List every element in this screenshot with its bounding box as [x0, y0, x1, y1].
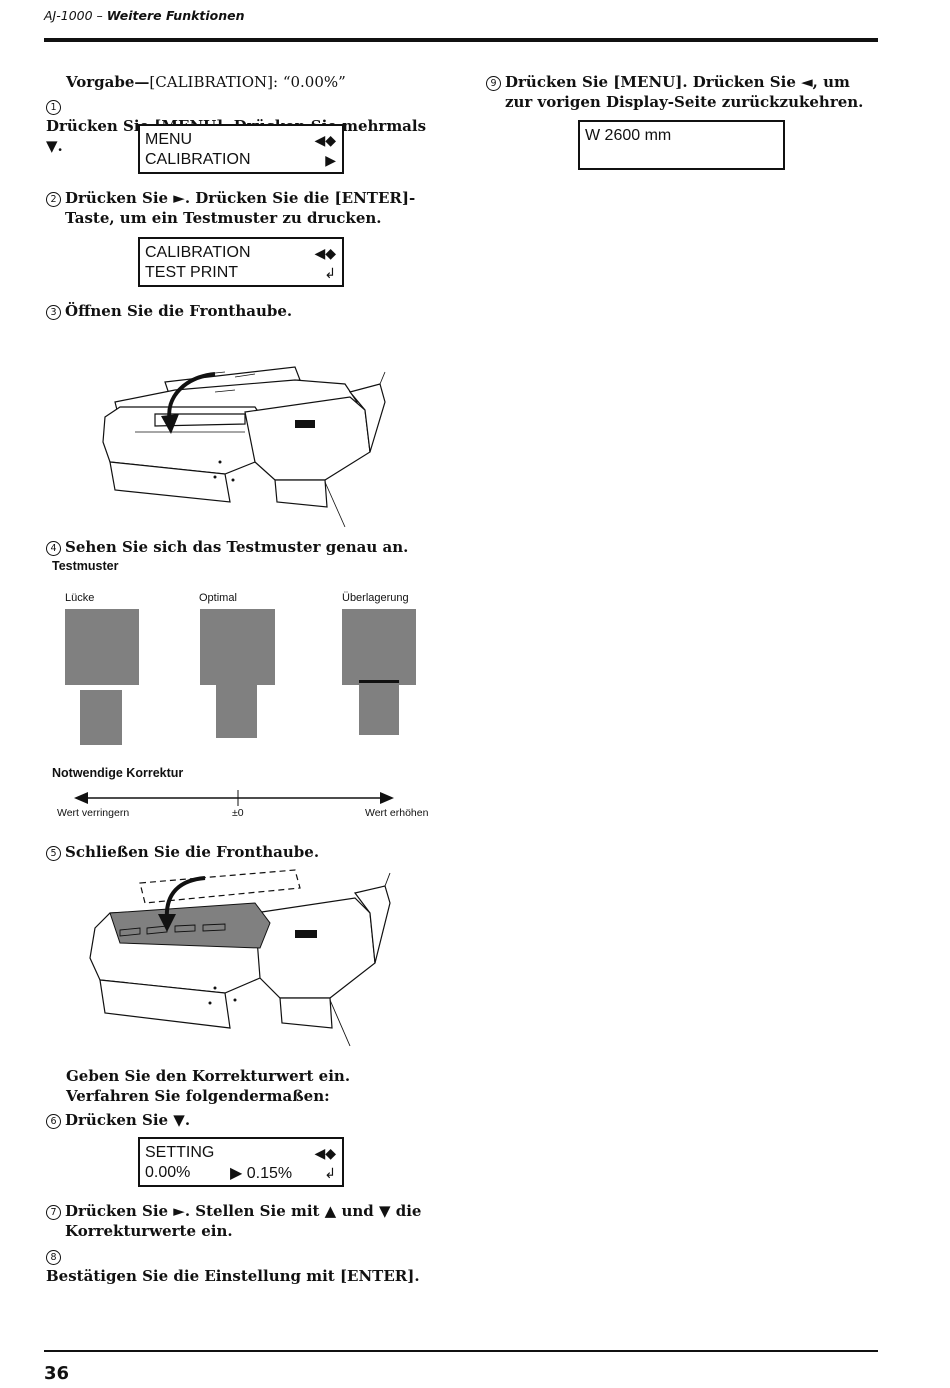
step-text: Drücken Sie ►. Drücken Sie die [ENTER]-T… [65, 189, 416, 227]
pattern-gap-top [65, 609, 139, 685]
step-2: 2 Drücken Sie ►. Drücken Sie die [ENTER]-… [46, 188, 436, 228]
pattern-optimal-bottom [216, 685, 257, 738]
axis-right-label: Wert erhöhen [365, 807, 429, 819]
lcd-line-2: CALIBRATION [145, 151, 251, 168]
default-prefix: Vorgabe— [66, 73, 150, 91]
label-gap: Lücke [65, 592, 95, 604]
label-overlap: Überlagerung [342, 592, 409, 604]
lcd-new-value: ▶ 0.15% [230, 1165, 293, 1182]
step-6: 6 Drücken Sie ▼. [46, 1110, 436, 1130]
step-text: Drücken Sie [MENU]. Drücken Sie ◄, um zu… [505, 73, 864, 111]
header-model: AJ-1000 [44, 8, 93, 23]
pattern-gap-bottom [80, 690, 122, 745]
step-number: 5 [46, 846, 61, 861]
step-number: 4 [46, 541, 61, 556]
correction-axis [74, 790, 394, 806]
step-text: Sehen Sie sich das Testmuster genau an. [65, 538, 409, 556]
step-4: 4 Sehen Sie sich das Testmuster genau an. [46, 537, 436, 557]
page-number: 36 [44, 1363, 70, 1384]
lcd-setting: SETTING 0.00% ▶ 0.15% ◀◆ ↲ [138, 1137, 344, 1187]
lcd-current-value: 0.00% [145, 1164, 191, 1181]
overlap-line [359, 680, 399, 683]
step-7: 7 Drücken Sie ►. Stellen Sie mit ▲ und ▼ … [46, 1201, 436, 1241]
correction-title: Notwendige Korrektur [52, 766, 184, 780]
step-3: 3 Öffnen Sie die Fronthaube. [46, 301, 436, 321]
axis-mid-label: ±0 [232, 807, 244, 819]
default-value: [CALIBRATION]: “0.00%” [149, 73, 346, 91]
lcd-line-1: SETTING [145, 1144, 215, 1161]
right-arrow-icon: ▶ [325, 152, 336, 168]
step-number: 8 [46, 1250, 61, 1265]
pattern-optimal-top [200, 609, 275, 685]
nav-arrows-icon: ◀◆ [314, 245, 336, 261]
step-text: Drücken Sie ►. Stellen Sie mit ▲ und ▼ d… [65, 1202, 422, 1240]
step-number: 1 [46, 100, 61, 115]
axis-left-label: Wert verringern [57, 807, 130, 819]
lcd-line-1: CALIBRATION [145, 244, 251, 261]
step-number: 7 [46, 1205, 61, 1220]
intro-text: Geben Sie den Korrekturwert ein. Verfahr… [66, 1067, 351, 1105]
lcd-line-1: W 2600 mm [585, 127, 672, 144]
step-text: Bestätigen Sie die Einstellung mit [ENTE… [46, 1267, 420, 1285]
nav-arrows-icon: ◀◆ [314, 1145, 336, 1161]
lcd-line-2: TEST PRINT [145, 264, 239, 281]
step-9: 9 Drücken Sie [MENU]. Drücken Sie ◄, um z… [486, 72, 881, 112]
step-5: 5 Schließen Sie die Fronthaube. [46, 842, 436, 862]
nav-arrows-icon: ◀◆ [314, 132, 336, 148]
step-number: 6 [46, 1114, 61, 1129]
step-number: 3 [46, 305, 61, 320]
step-text: Schließen Sie die Fronthaube. [65, 843, 320, 861]
pattern-overlap-bottom [359, 680, 399, 735]
default-value-line: Vorgabe—[CALIBRATION]: “0.00%” [66, 72, 346, 92]
lcd-line-1: MENU [145, 131, 193, 148]
step-number: 9 [486, 76, 501, 91]
step-8: 8Bestätigen Sie die Einstellung mit [ENT… [46, 1246, 436, 1286]
header-section: Weitere Funktionen [106, 8, 245, 23]
label-optimal: Optimal [199, 592, 237, 604]
lcd-width: W 2600 mm [578, 120, 785, 170]
step-text: Öffnen Sie die Fronthaube. [65, 302, 293, 320]
printer-open-illustration [102, 366, 386, 527]
pattern-overlap-top [342, 609, 416, 685]
testpattern-title: Testmuster [52, 559, 119, 573]
lcd-calibration: CALIBRATION TEST PRINT ◀◆ ↲ [138, 237, 344, 287]
lcd-menu: MENU CALIBRATION ◀◆ ▶ [138, 124, 344, 174]
printer-closed-illustration [89, 869, 391, 1047]
step-text: Drücken Sie ▼. [65, 1111, 191, 1129]
step-number: 2 [46, 192, 61, 207]
enter-icon: ↲ [324, 265, 336, 281]
header-rule [44, 38, 878, 42]
enter-icon: ↲ [324, 1165, 336, 1181]
footer-rule [44, 1350, 878, 1352]
page-header: AJ-1000 – Weitere Funktionen [44, 8, 245, 23]
